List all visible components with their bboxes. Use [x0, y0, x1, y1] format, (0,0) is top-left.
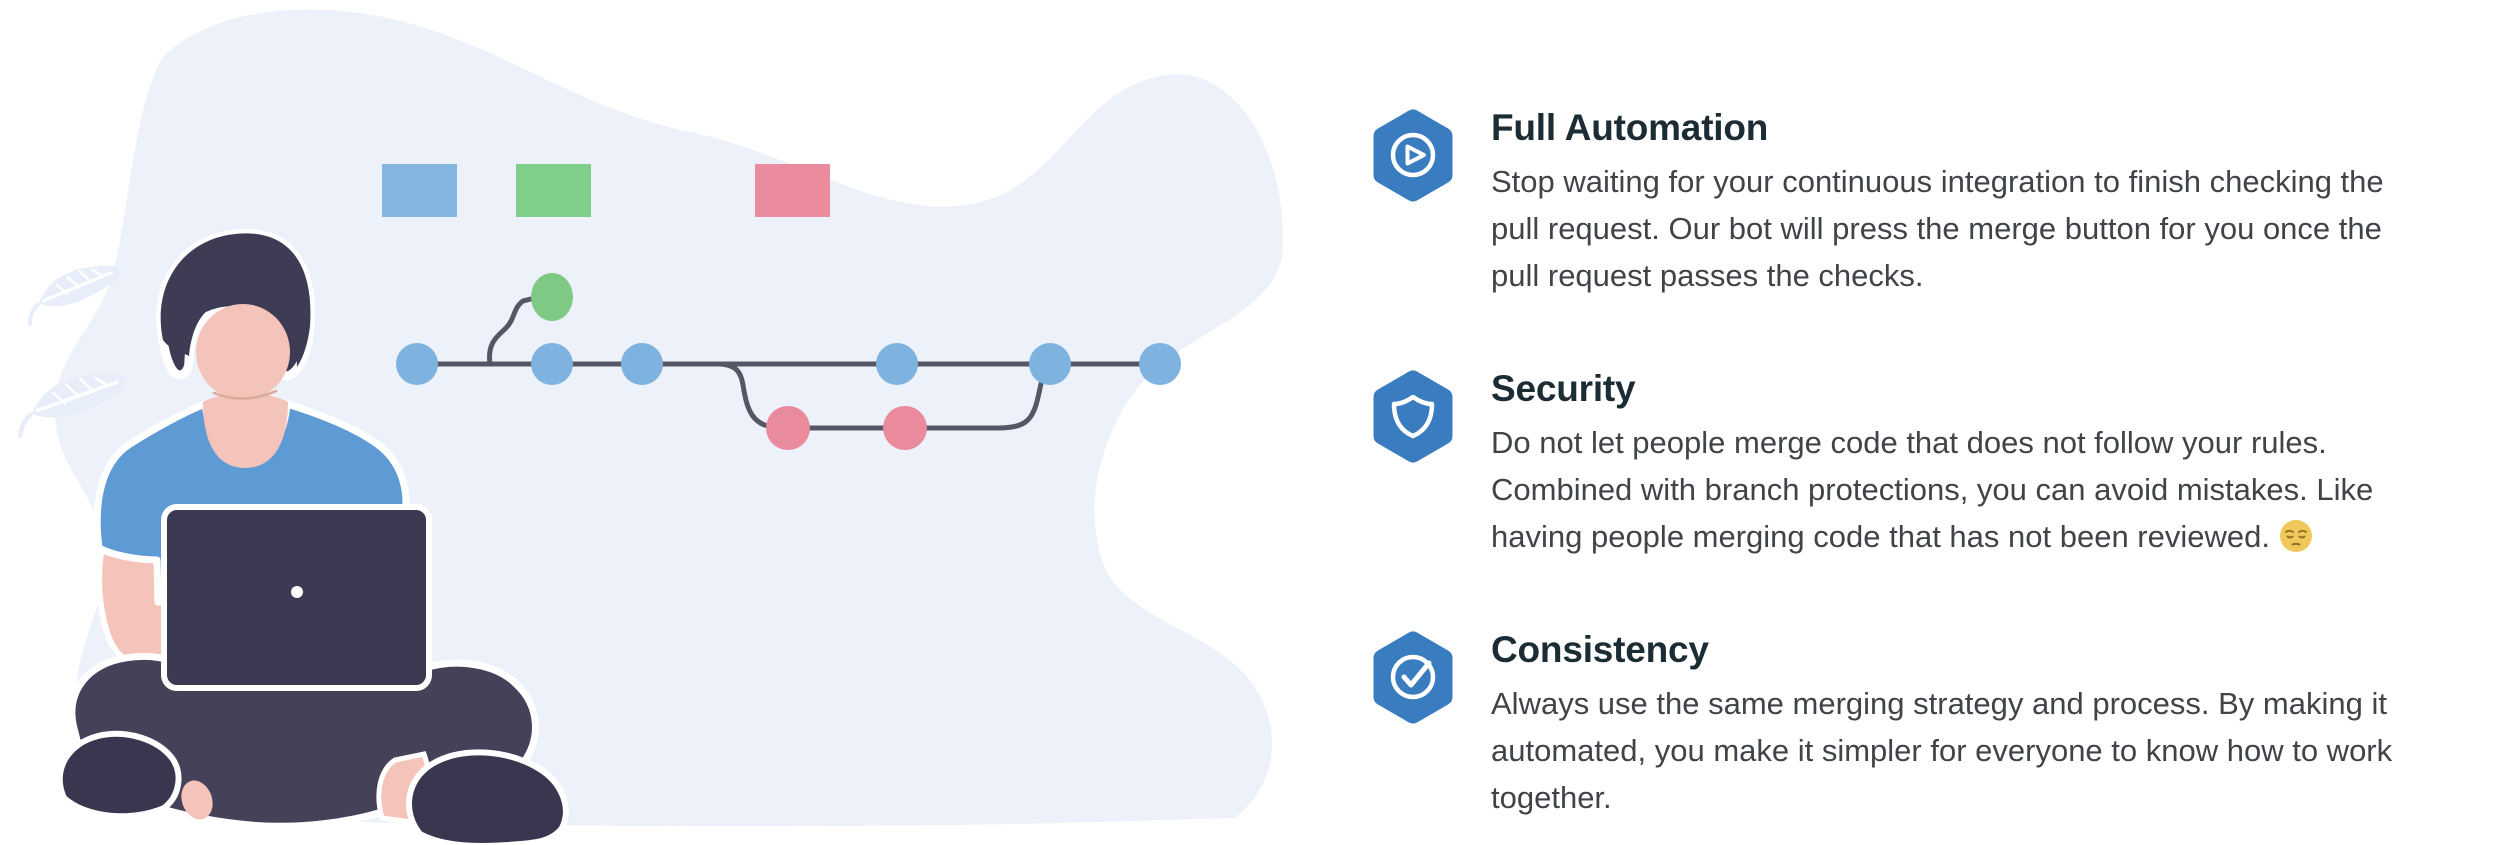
person-chin-line: [212, 389, 278, 400]
pensive-face-emoji: [2279, 520, 2312, 552]
check-circle-icon: [1373, 631, 1453, 724]
feature-title: Security: [1491, 368, 1636, 409]
pink-block: [755, 164, 830, 217]
feature-description: Always use the same merging strategy and…: [1491, 686, 2393, 815]
commit-node-blue: [876, 343, 918, 385]
commit-node-pink: [883, 406, 927, 450]
blue-block: [382, 164, 457, 217]
commit-nodes: [396, 273, 1181, 450]
feature-full-automation: Full Automation Stop waiting for your co…: [1373, 104, 2384, 299]
commit-node-blue: [531, 343, 573, 385]
person-foot-skin: [181, 780, 213, 820]
person-face: [196, 304, 290, 400]
commit-node-blue: [1029, 343, 1071, 385]
laptop-logo-dot: [291, 586, 303, 598]
laptop: [161, 504, 432, 691]
feature-security: Security Do not let people merge code th…: [1373, 365, 2373, 560]
leaf-icon: [18, 373, 127, 438]
feature-description: Stop waiting for your continuous integra…: [1491, 164, 2384, 293]
feature-title: Full Automation: [1491, 107, 1769, 148]
person-chest: [203, 393, 288, 468]
leaf-icon: [28, 265, 120, 326]
feature-title: Consistency: [1491, 629, 1709, 670]
person-shoe-left: [56, 730, 182, 820]
person-figure: [56, 228, 569, 845]
commit-node-green: [531, 273, 573, 321]
feature-consistency: Consistency Always use the same merging …: [1373, 626, 2392, 821]
feature-description: Do not let people merge code that does n…: [1491, 425, 2374, 554]
tag-branch-line: [487, 295, 536, 365]
version-control-illustration: [18, 9, 1284, 845]
commit-node-pink: [766, 406, 810, 450]
shield-icon: [1373, 370, 1453, 463]
commit-node-blue: [396, 343, 438, 385]
commit-node-blue: [1139, 343, 1181, 385]
play-circle-icon: [1373, 109, 1453, 202]
person-shoe-right: [405, 749, 569, 845]
person-bangs: [160, 233, 311, 367]
green-block: [516, 164, 591, 217]
commit-node-blue: [621, 343, 663, 385]
